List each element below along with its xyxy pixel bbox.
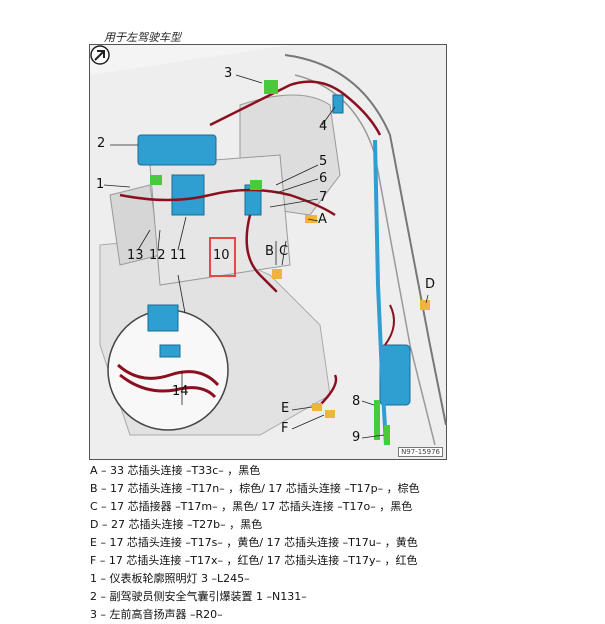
callout-D: D — [425, 277, 436, 292]
callout-5: 5 — [319, 154, 328, 169]
legend-item: C – 17 芯插接器 –T17m– ，黑色/ 17 芯插头连接 –T17o– … — [90, 500, 413, 513]
wiring-figure: 3 4 2 1 5 6 7 A B C 13 12 11 10 D 14 E F… — [89, 44, 447, 460]
orientation-arrow-icon — [90, 45, 110, 65]
callout-E: E — [281, 401, 290, 416]
callout-4: 4 — [319, 119, 328, 134]
callout-13: 13 — [127, 248, 144, 263]
callout-12: 12 — [149, 248, 166, 263]
figure-drawing — [90, 45, 447, 459]
legend-item: 3 – 左前高音扬声器 –R20– — [90, 608, 223, 621]
legend-item: D – 27 芯插头连接 –T27b– ，黑色 — [90, 518, 263, 531]
callout-9: 9 — [352, 430, 361, 445]
legend-list: A – 33 芯插头连接 –T33c– ，黑色 B – 17 芯插头连接 –T1… — [90, 462, 446, 621]
callout-B: B — [265, 244, 274, 259]
highlight-box-10 — [209, 237, 236, 277]
callout-8: 8 — [352, 394, 361, 409]
legend-item: E – 17 芯插头连接 –T17s– ，黄色/ 17 芯插头连接 –T17u–… — [90, 536, 418, 549]
callout-A: A — [318, 212, 327, 227]
callout-2: 2 — [97, 136, 106, 151]
legend-item: 1 – 仪表板轮廓照明灯 3 –L245– — [90, 572, 250, 585]
callout-3: 3 — [224, 66, 233, 81]
callout-14: 14 — [172, 384, 189, 399]
figure-code: N97-15976 — [398, 447, 443, 457]
callout-C: C — [279, 244, 289, 259]
callout-F: F — [281, 421, 289, 436]
callout-7: 7 — [319, 190, 328, 205]
legend-item: A – 33 芯插头连接 –T33c– ，黑色 — [90, 464, 261, 477]
callout-6: 6 — [319, 171, 328, 186]
legend-item: 2 – 副驾驶员侧安全气囊引爆装置 1 –N131– — [90, 590, 307, 603]
legend-item: B – 17 芯插头连接 –T17n– ，棕色/ 17 芯插头连接 –T17p–… — [90, 482, 420, 495]
legend-item: F – 17 芯插头连接 –T17x– ，红色/ 17 芯插头连接 –T17y–… — [90, 554, 418, 567]
callout-10: 10 — [213, 248, 230, 263]
callout-11: 11 — [170, 248, 187, 263]
page-heading: 用于左驾驶车型 — [104, 31, 181, 44]
callout-1: 1 — [96, 177, 105, 192]
